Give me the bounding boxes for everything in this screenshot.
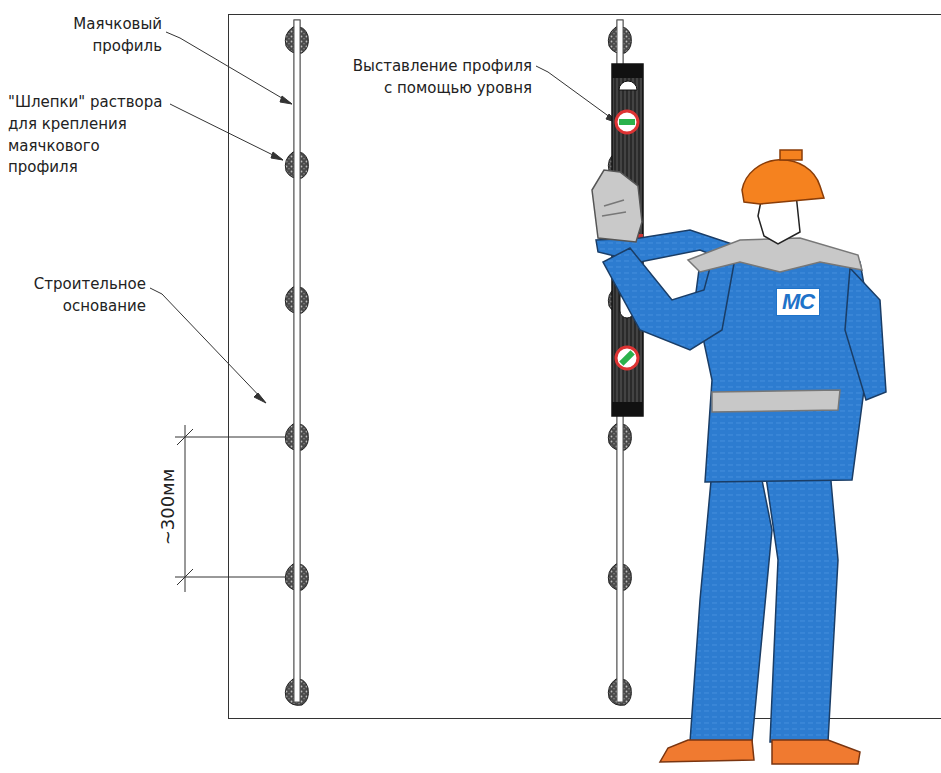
dimension-label: ~300мм xyxy=(155,469,181,546)
mortar-dabs xyxy=(285,20,631,705)
callout-label: Маячковый профиль xyxy=(50,14,162,58)
callout-label: "Шлепки" раствора для крепления маячково… xyxy=(8,92,173,179)
dimension-line xyxy=(175,425,287,592)
leader-lines xyxy=(150,32,618,403)
worker-figure xyxy=(592,150,886,764)
beacon-profile xyxy=(294,20,300,702)
callout-label: Строительное основание xyxy=(20,274,146,318)
logo-text: MC xyxy=(776,288,820,316)
callout-label: Выставление профиля с помощью уровня xyxy=(340,56,532,100)
beacon-profile xyxy=(294,20,300,702)
